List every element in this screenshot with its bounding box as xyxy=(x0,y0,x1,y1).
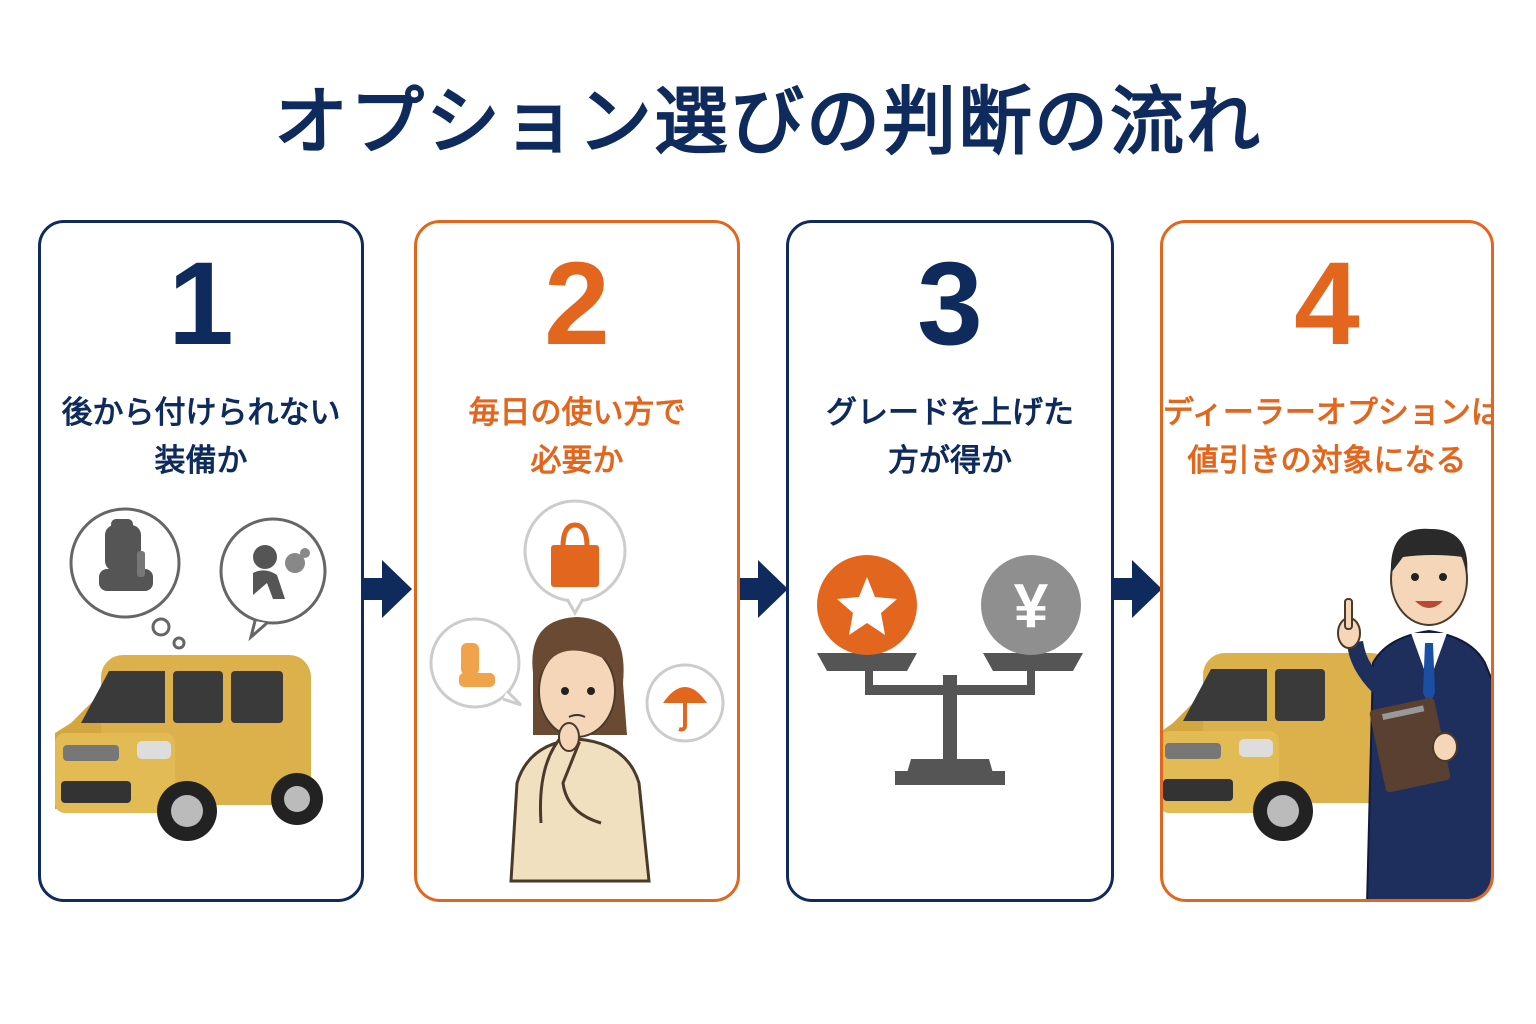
step-1-illustration xyxy=(55,507,327,841)
step-description: グレードを上げた 方が得か xyxy=(826,395,1074,479)
step-number: 3 xyxy=(917,238,983,370)
step-card-4: 4 ディーラーオプションは 値引きの対象になる xyxy=(1160,220,1494,902)
step-2-illustration xyxy=(429,499,725,883)
step-number: 4 xyxy=(1294,238,1360,370)
airbag-icon xyxy=(219,517,327,642)
shopping-bag-icon xyxy=(523,499,627,617)
step-4-illustration xyxy=(1163,528,1491,899)
yen-symbol: ¥ xyxy=(1014,572,1049,641)
balance-scale-icon xyxy=(817,653,1083,785)
step-card-2: 2 毎日の使い方で 必要か xyxy=(414,220,740,902)
step-number: 2 xyxy=(544,238,610,370)
thinking-woman xyxy=(509,617,651,883)
umbrella-icon xyxy=(645,663,725,743)
arrow-icon xyxy=(1114,560,1162,618)
arrow-icon xyxy=(740,560,788,618)
step-card-3: 3 グレードを上げた 方が得か ¥ xyxy=(786,220,1114,902)
arrow-icon xyxy=(364,560,412,618)
minivan-car xyxy=(1163,653,1393,841)
yen-coin-icon: ¥ xyxy=(981,555,1081,655)
step-description: 後から付けられない 装備か xyxy=(61,395,341,479)
step-description: ディーラーオプションは 値引きの対象になる xyxy=(1163,395,1494,479)
page-title: オプション選びの判断の流れ xyxy=(274,79,1262,165)
step-number: 1 xyxy=(168,238,234,370)
car-seat-icon xyxy=(69,507,186,650)
minivan-car xyxy=(55,655,323,841)
star-icon xyxy=(817,555,917,655)
salesman-with-clipboard xyxy=(1337,528,1491,899)
child-seat-icon xyxy=(429,617,523,709)
step-card-1: 1 後から付けられない 装備か xyxy=(38,220,364,902)
step-description: 毎日の使い方で 必要か xyxy=(468,395,686,479)
step-3-illustration: ¥ xyxy=(817,555,1083,785)
